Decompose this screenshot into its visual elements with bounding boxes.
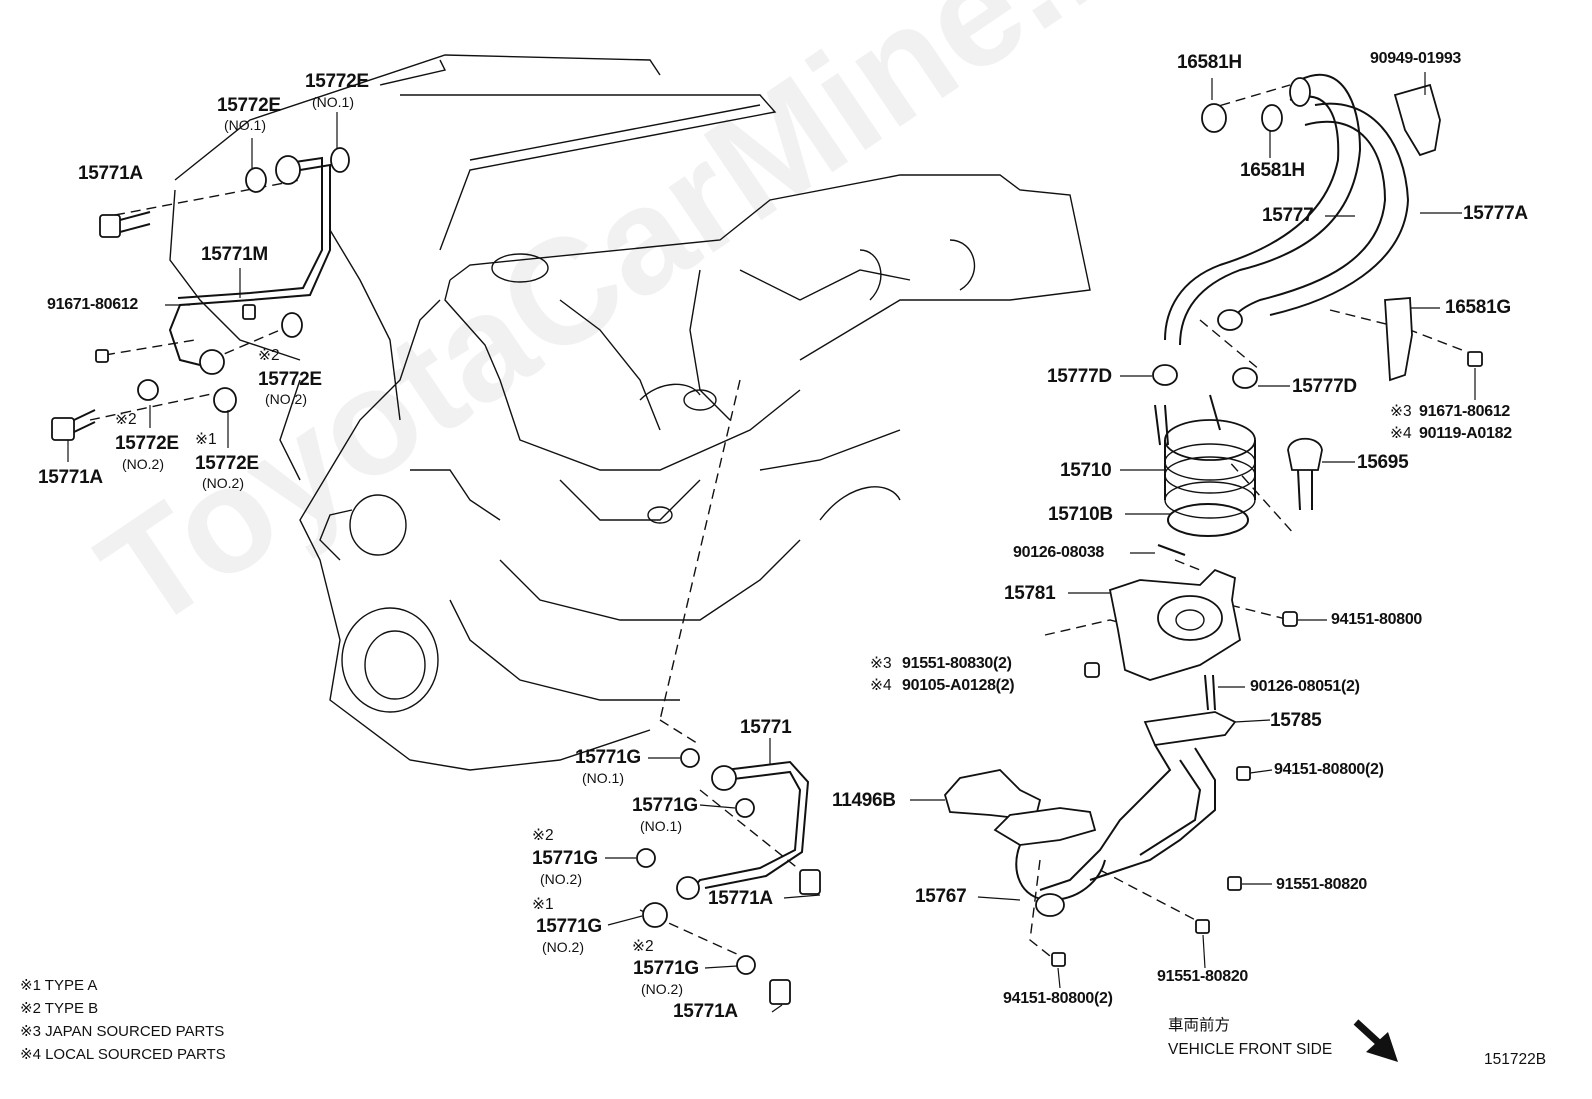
callout-c37-part: 15771G (575, 747, 641, 768)
lower-middle-pipe-assembly (636, 748, 821, 1005)
lower-right-pipe-assembly (943, 711, 1251, 967)
callout-c1-part: 15772E (217, 95, 281, 116)
callout-c39-note: ※2 (532, 827, 554, 844)
callout-c1-sub: (NO.1) (224, 117, 266, 133)
callout-c22-part: 15710B (1048, 504, 1113, 525)
direction-label-jp: 車両前方 (1168, 1017, 1231, 1034)
callout-c39-sub: (NO.2) (540, 871, 582, 887)
callout-c13-part: 15777 (1262, 205, 1314, 226)
callout-c6-sub: (NO.2) (265, 391, 307, 407)
direction-label-en: VEHICLE FRONT SIDE (1168, 1041, 1333, 1058)
callout-c34-part: 91551-80820 (1157, 968, 1249, 985)
callout-c26-note: ※3 (870, 655, 892, 672)
callout-c6-note: ※2 (258, 347, 280, 364)
callout-c39-part: 15771G (532, 848, 598, 869)
oil-cooler-assembly (1084, 394, 1323, 711)
callout-c38-sub: (NO.1) (640, 818, 682, 834)
callout-c4-part: 15771M (201, 244, 268, 265)
callout-c43-part: 15771A (673, 1001, 738, 1022)
callout-c27-part: 90105-A0128(2) (902, 677, 1015, 694)
callout-c6-part: 15772E (258, 369, 322, 390)
callout-c15-part: 16581G (1445, 297, 1511, 318)
callout-c42-sub: (NO.2) (641, 981, 683, 997)
callout-c40-part: 15771A (708, 888, 773, 909)
callout-c42-note: ※2 (632, 938, 654, 955)
callout-c18-part: 91671-80612 (1419, 403, 1511, 420)
upper-left-pipe-assembly (51, 147, 350, 441)
callout-c42-part: 15771G (633, 958, 699, 979)
callout-c29-part: 15785 (1270, 710, 1322, 731)
legend-item-4: ※4 LOCAL SOURCED PARTS (20, 1046, 226, 1063)
callout-c26-part: 91551-80830(2) (902, 655, 1012, 672)
callout-c41-note: ※1 (532, 896, 554, 913)
callout-c2-sub: (NO.1) (312, 94, 354, 110)
callout-c33-part: 15767 (915, 886, 967, 907)
callout-c14-part: 15777A (1463, 203, 1528, 224)
callout-c18-note: ※3 (1390, 403, 1412, 420)
callout-c7-sub: (NO.2) (122, 456, 164, 472)
callout-c30-part: 94151-80800(2) (1274, 761, 1384, 778)
front-direction-arrow (1353, 1019, 1398, 1062)
callout-c16-part: 15777D (1047, 366, 1112, 387)
callout-c2-part: 15772E (305, 71, 369, 92)
callout-c7-part: 15772E (115, 433, 179, 454)
callout-c32-part: 91551-80820 (1276, 876, 1368, 893)
callout-c8-part: 15772E (195, 453, 259, 474)
callout-c17-part: 15777D (1292, 376, 1357, 397)
callout-c38-part: 15771G (632, 795, 698, 816)
callout-c8-note: ※1 (195, 431, 217, 448)
callout-c12-part: 16581H (1240, 160, 1305, 181)
callout-c21-part: 15695 (1357, 452, 1409, 473)
callout-c36-part: 15771 (740, 717, 792, 738)
callout-c27-note: ※4 (870, 677, 892, 694)
legend-item-2: ※2 TYPE B (20, 1000, 99, 1017)
callout-c35-part: 94151-80800(2) (1003, 990, 1113, 1007)
callout-c23-part: 90126-08038 (1013, 544, 1105, 561)
engine-block-outline (169, 54, 1091, 771)
legend-item-1: ※1 TYPE A (20, 977, 98, 994)
callout-c11-part: 90949-01993 (1370, 50, 1462, 67)
callout-c7-note: ※2 (115, 411, 137, 428)
legend-item-3: ※3 JAPAN SOURCED PARTS (20, 1023, 225, 1040)
upper-right-hoses (1152, 73, 1483, 389)
callout-c37-sub: (NO.1) (582, 770, 624, 786)
callout-c19-part: 90119-A0182 (1419, 425, 1512, 442)
callout-c41-part: 15771G (536, 916, 602, 937)
callout-c19-note: ※4 (1390, 425, 1412, 442)
callout-c8-sub: (NO.2) (202, 475, 244, 491)
callout-leaders (67, 72, 1476, 1013)
callout-c5-part: 91671-80612 (47, 296, 139, 313)
callout-c41-sub: (NO.2) (542, 939, 584, 955)
callout-c10-part: 16581H (1177, 52, 1242, 73)
callout-c3-part: 15771A (78, 163, 143, 184)
callout-c25-part: 94151-80800 (1331, 611, 1423, 628)
callout-c28-part: 90126-08051(2) (1250, 678, 1360, 695)
diagram-id: 151722B (1484, 1051, 1547, 1068)
callout-c9-part: 15771A (38, 467, 103, 488)
callout-c20-part: 15710 (1060, 460, 1112, 481)
callout-c24-part: 15781 (1004, 583, 1056, 604)
callout-c31-part: 11496B (832, 790, 896, 811)
